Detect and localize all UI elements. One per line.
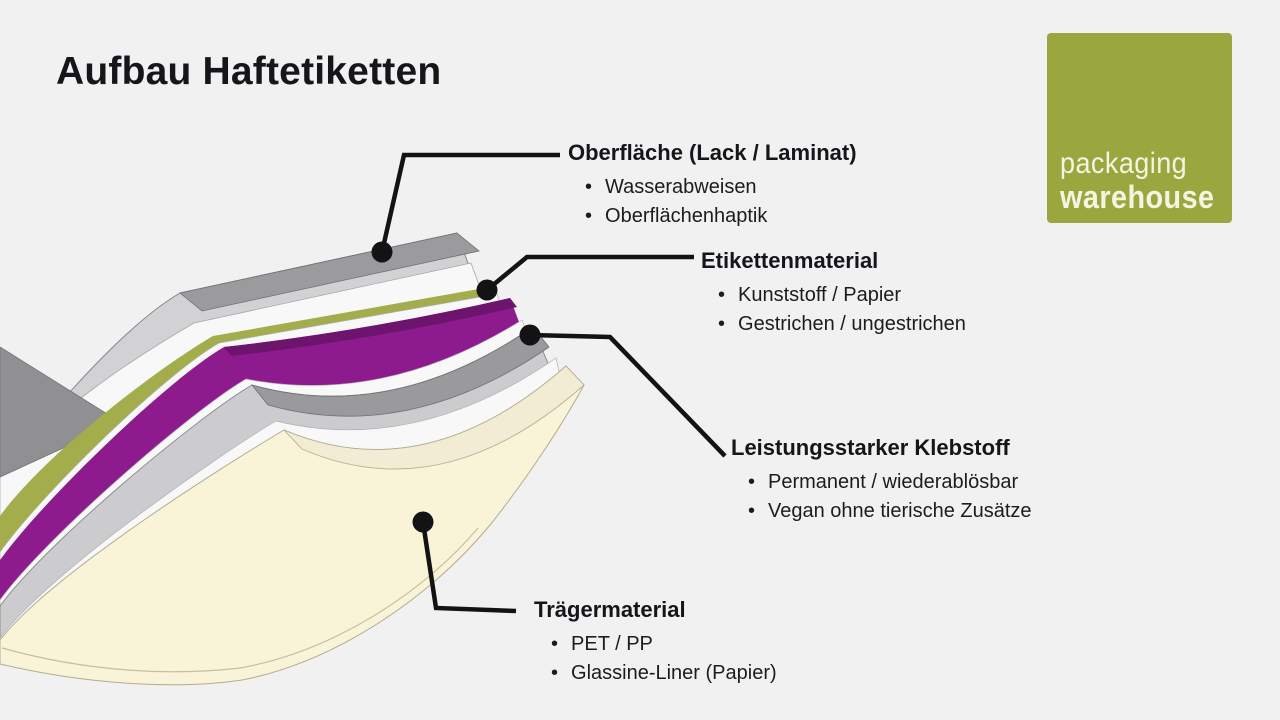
callout-surface-bullet-2: Oberflächenhaptik xyxy=(585,202,857,231)
callout-adhesive-bullet-1: Permanent / wiederablösbar xyxy=(748,468,1032,497)
callout-label-material-bullet-1: Kunststoff / Papier xyxy=(718,281,966,310)
callout-liner-bullet-1: PET / PP xyxy=(551,630,777,659)
logo-wordmark: packaging warehouse xyxy=(1060,147,1215,215)
logo-line-packaging: packaging xyxy=(1060,147,1188,180)
logo-line-warehouse: warehouse xyxy=(1060,179,1215,215)
callout-liner-heading: Trägermaterial xyxy=(534,597,686,622)
page-title: Aufbau Haftetiketten xyxy=(56,50,442,93)
callout-surface: Oberfläche (Lack / Laminat) Wasserabweis… xyxy=(568,140,857,231)
layer-liner-thickness-line xyxy=(1,527,479,673)
packaging-warehouse-logo: packaging warehouse xyxy=(1047,33,1232,223)
callout-line-liner xyxy=(420,521,517,614)
callout-adhesive-bullet-2: Vegan ohne tierische Zusätze xyxy=(748,497,1032,526)
callout-line-adhesive xyxy=(529,332,727,458)
callout-dot-surface xyxy=(371,241,393,263)
callout-line-material xyxy=(485,254,694,292)
layer-adhesive-bevel xyxy=(250,326,550,417)
layer-surface-bevel xyxy=(179,232,480,312)
layer-purple-bevel xyxy=(224,298,517,356)
callout-label-material: Etikettenmaterial Kunststoff / Papier Ge… xyxy=(701,248,966,339)
callout-adhesive: Leistungsstarker Klebstoff Permanent / w… xyxy=(731,435,1032,526)
callout-dot-material xyxy=(476,279,498,301)
callout-label-material-heading: Etikettenmaterial xyxy=(701,248,879,273)
callout-line-surface xyxy=(379,152,560,253)
layer-liner-bevel xyxy=(283,365,585,470)
callout-liner: Trägermaterial PET / PP Glassine-Liner (… xyxy=(534,597,777,688)
callout-surface-heading: Oberfläche (Lack / Laminat) xyxy=(568,140,857,165)
callout-dot-adhesive xyxy=(519,324,541,346)
callout-dot-liner xyxy=(412,511,434,533)
callout-surface-bullet-1: Wasserabweisen xyxy=(585,173,857,202)
callout-adhesive-heading: Leistungsstarker Klebstoff xyxy=(731,435,1010,460)
callout-liner-bullet-2: Glassine-Liner (Papier) xyxy=(551,659,777,688)
callout-label-material-bullet-2: Gestrichen / ungestrichen xyxy=(718,310,966,339)
